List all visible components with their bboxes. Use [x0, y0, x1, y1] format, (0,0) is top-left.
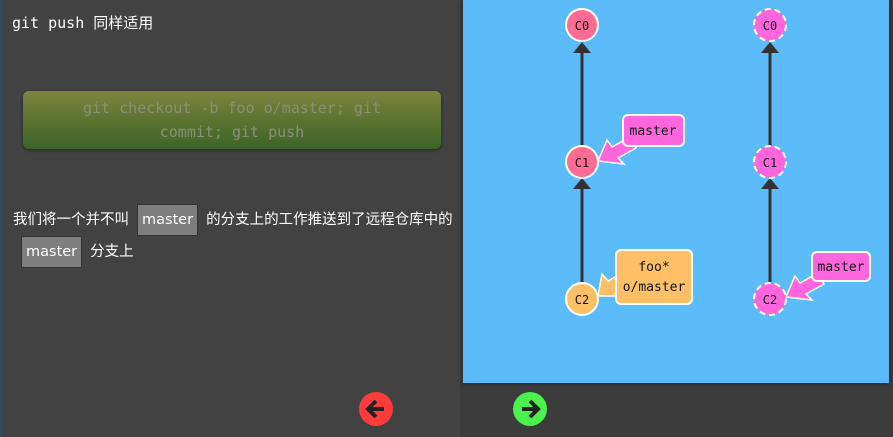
- commit-c2-local[interactable]: C2: [565, 282, 599, 316]
- arrowheads: [573, 42, 779, 189]
- instruction-panel: [2, 0, 460, 437]
- svg-text:C2: C2: [763, 293, 777, 307]
- commit-c0-remote[interactable]: C0: [753, 8, 787, 42]
- svg-text:master: master: [630, 124, 677, 139]
- svg-text:master: master: [818, 260, 865, 275]
- prev-button[interactable]: [359, 392, 393, 426]
- description-text: 的分支上的工作推送到了远程仓库中的: [206, 212, 453, 228]
- commit-c1-local[interactable]: C1: [565, 145, 599, 179]
- arrow-left-icon: [365, 399, 384, 419]
- page-title: git push 同样适用: [12, 14, 154, 32]
- command-button[interactable]: git checkout -b foo o/master; git commit…: [23, 91, 441, 149]
- arrow-right-icon: [522, 399, 541, 419]
- svg-text:foo*: foo*: [638, 260, 669, 275]
- svg-text:C2: C2: [575, 293, 589, 307]
- svg-text:o/master: o/master: [623, 280, 686, 295]
- git-visualization: master foo* o/master master C0 C1 C2 C0 …: [463, 0, 889, 383]
- code-master: master: [21, 236, 83, 268]
- svg-text:C0: C0: [763, 19, 777, 33]
- branch-master-local[interactable]: master: [596, 114, 685, 165]
- commit-c2-remote[interactable]: C2: [753, 282, 787, 316]
- branch-master-remote[interactable]: master: [784, 251, 871, 301]
- description-text: 我们将一个并不叫: [13, 212, 129, 228]
- description-text: 分支上: [90, 244, 134, 260]
- window-edge: [0, 0, 2, 437]
- svg-text:C1: C1: [575, 156, 589, 170]
- next-button[interactable]: [513, 392, 547, 426]
- branch-foo-local[interactable]: foo* o/master: [597, 249, 693, 305]
- svg-text:C1: C1: [763, 156, 777, 170]
- commit-c1-remote[interactable]: C1: [753, 145, 787, 179]
- commit-edges: [580, 50, 772, 282]
- svg-text:C0: C0: [575, 19, 589, 33]
- commit-c0-local[interactable]: C0: [565, 8, 599, 42]
- code-master: master: [137, 204, 199, 236]
